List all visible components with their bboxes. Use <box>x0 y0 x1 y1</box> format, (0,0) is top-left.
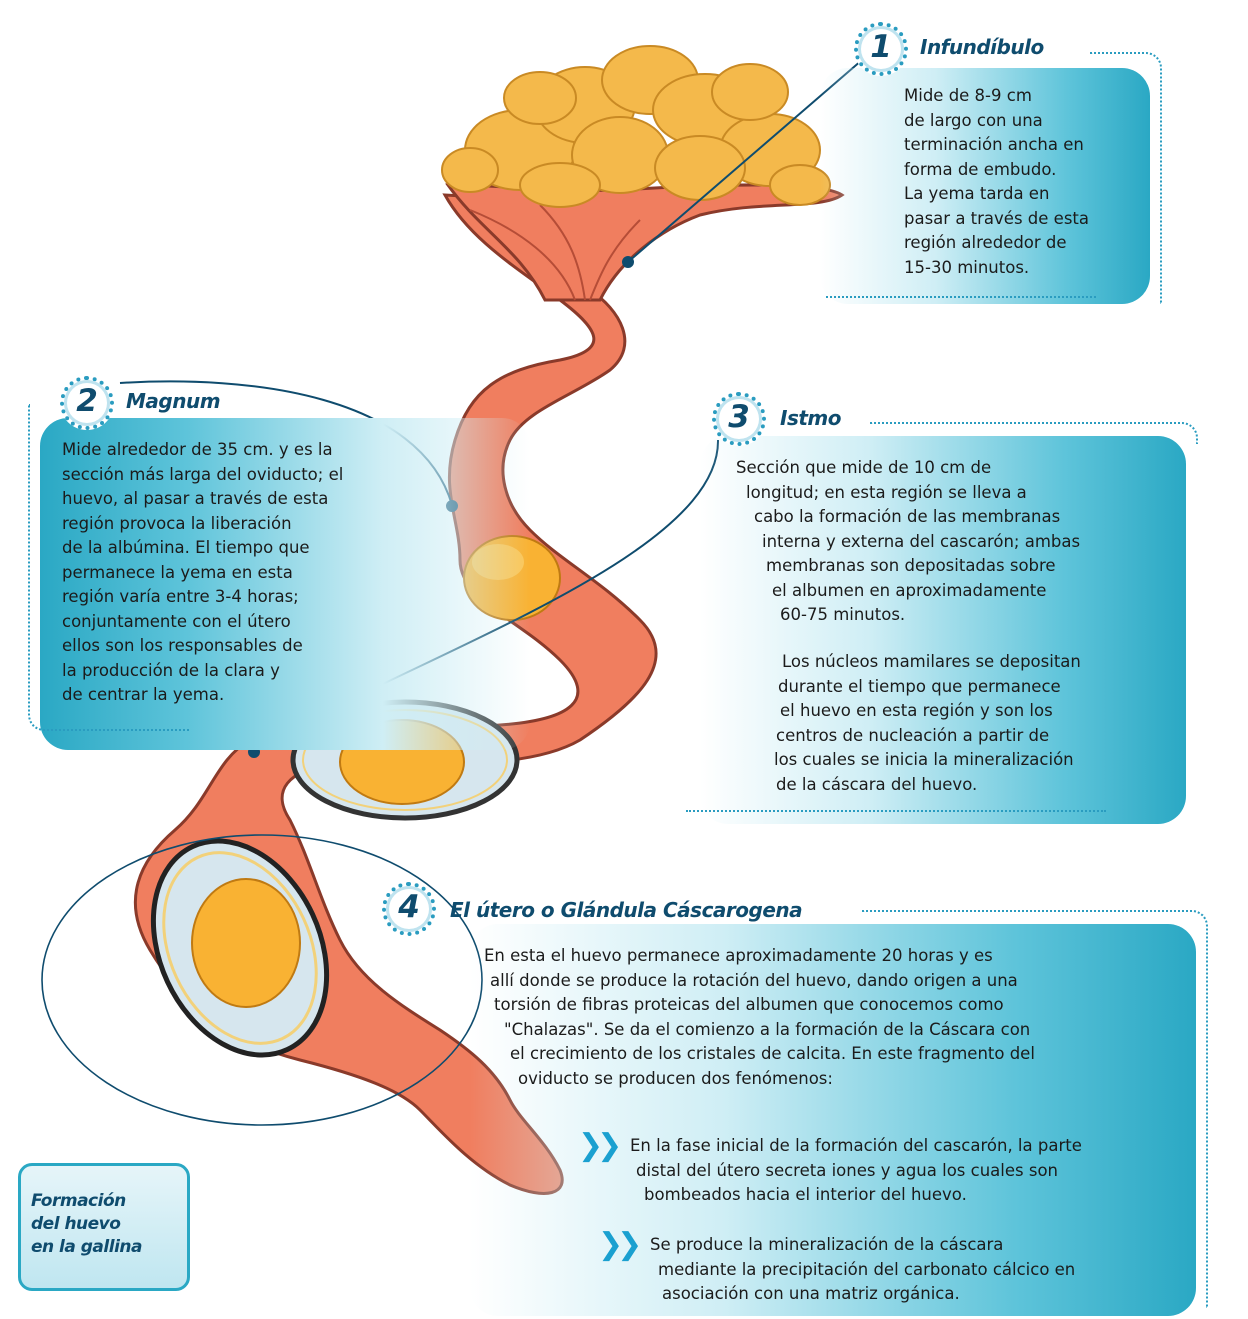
title-line: Formación <box>31 1191 126 1211</box>
text-line: sección más larga del oviducto; el <box>62 463 343 488</box>
text-line: 60-75 minutos. <box>736 603 1080 628</box>
text-line: torsión de fibras proteicas del albumen … <box>484 993 1035 1018</box>
text-line: Los núcleos mamilares se depositan <box>774 650 1081 675</box>
text-line: membranas son depositadas sobre <box>736 554 1080 579</box>
infundibulo-heading: Infundíbulo <box>920 35 1044 59</box>
text-line: la producción de la clara y <box>62 659 343 684</box>
text-line: ellos son los responsables de <box>62 634 343 659</box>
infundibulo-dotted-line <box>1090 52 1162 304</box>
text-line: durante el tiempo que permanece <box>774 675 1081 700</box>
text-line: región varía entre 3-4 horas; <box>62 585 343 610</box>
text-line: conjuntamente con el útero <box>62 610 343 635</box>
step-badge-4: 4 <box>382 882 436 936</box>
chevron-double-right-icon: ❯❯ <box>578 1134 630 1208</box>
text-line: 15-30 minutos. <box>904 256 1089 281</box>
istmo-text-2: Los núcleos mamilares se depositan duran… <box>774 650 1081 797</box>
infundibulo-dotted-bottom <box>826 296 1096 298</box>
text-line: forma de embudo. <box>904 158 1089 183</box>
text-line: pasar a través de esta <box>904 207 1089 232</box>
istmo-dotted-line <box>870 422 1198 444</box>
text-line: región provoca la liberación <box>62 512 343 537</box>
step-badge-2: 2 <box>60 376 114 430</box>
text-line: de la albúmina. El tiempo que <box>62 536 343 561</box>
text-line: cabo la formación de las membranas <box>736 505 1080 530</box>
text-line: Sección que mide de 10 cm de <box>736 456 1080 481</box>
text-line: terminación ancha en <box>904 133 1089 158</box>
text-line: Mide de 8-9 cm <box>904 84 1089 109</box>
text-line: centros de nucleación a partir de <box>774 724 1081 749</box>
istmo-heading: Istmo <box>780 406 841 430</box>
text-line: asociación con una matriz orgánica. <box>650 1282 1075 1307</box>
text-line: permanece la yema en esta <box>62 561 343 586</box>
text-line: bombeados hacia el interior del huevo. <box>630 1183 1082 1208</box>
text-line: el albumen en aproximadamente <box>736 579 1080 604</box>
text-line: distal del útero secreta iones y agua lo… <box>630 1159 1082 1184</box>
text-line: "Chalazas". Se da el comienzo a la forma… <box>484 1018 1035 1043</box>
text-line: En esta el huevo permanece aproximadamen… <box>484 944 1035 969</box>
document-title-box: Formación del huevo en la gallina <box>18 1163 190 1291</box>
text-line: mediante la precipitación del carbonato … <box>650 1258 1075 1283</box>
text-line: el crecimiento de los cristales de calci… <box>484 1042 1035 1067</box>
magnum-heading: Magnum <box>126 389 220 413</box>
text-line: En la fase inicial de la formación del c… <box>630 1134 1082 1159</box>
title-line: en la gallina <box>31 1237 142 1257</box>
text-line: de la cáscara del huevo. <box>774 773 1081 798</box>
text-line: el huevo en esta región y son los <box>774 699 1081 724</box>
istmo-dotted-bottom <box>686 810 1106 812</box>
text-line: Mide alrededor de 35 cm. y es la <box>62 438 343 463</box>
text-line: los cuales se inicia la mineralización <box>774 748 1081 773</box>
title-line: del huevo <box>31 1214 120 1234</box>
text-line: La yema tarda en <box>904 182 1089 207</box>
text-line: de centrar la yema. <box>62 683 343 708</box>
text-line: Se produce la mineralización de la cásca… <box>650 1233 1075 1258</box>
text-line: allí donde se produce la rotación del hu… <box>484 969 1035 994</box>
text-line: de largo con una <box>904 109 1089 134</box>
text-line: interna y externa del cascarón; ambas <box>736 530 1080 555</box>
text-line: región alrededor de <box>904 231 1089 256</box>
document-title: Formación del huevo en la gallina <box>31 1190 142 1259</box>
yolk-cluster <box>442 46 830 207</box>
utero-heading: El útero o Glándula Cáscarogena <box>450 898 802 922</box>
step-badge-3: 3 <box>712 392 766 446</box>
step-badge-1: 1 <box>854 22 908 76</box>
text-line: oviducto se producen dos fenómenos: <box>484 1067 1035 1092</box>
infundibulo-text: Mide de 8-9 cm de largo con una terminac… <box>904 84 1089 280</box>
istmo-text: Sección que mide de 10 cm de longitud; e… <box>736 456 1080 628</box>
utero-bullet-1: ❯❯ En la fase inicial de la formación de… <box>578 1134 1082 1208</box>
utero-text: En esta el huevo permanece aproximadamen… <box>484 944 1035 1091</box>
magnum-text: Mide alrededor de 35 cm. y es la sección… <box>62 438 343 708</box>
chevron-double-right-icon: ❯❯ <box>598 1233 650 1307</box>
text-line: huevo, al pasar a través de esta <box>62 487 343 512</box>
utero-bullet-2: ❯❯ Se produce la mineralización de la cá… <box>598 1233 1075 1307</box>
text-line: longitud; en esta región se lleva a <box>736 481 1080 506</box>
